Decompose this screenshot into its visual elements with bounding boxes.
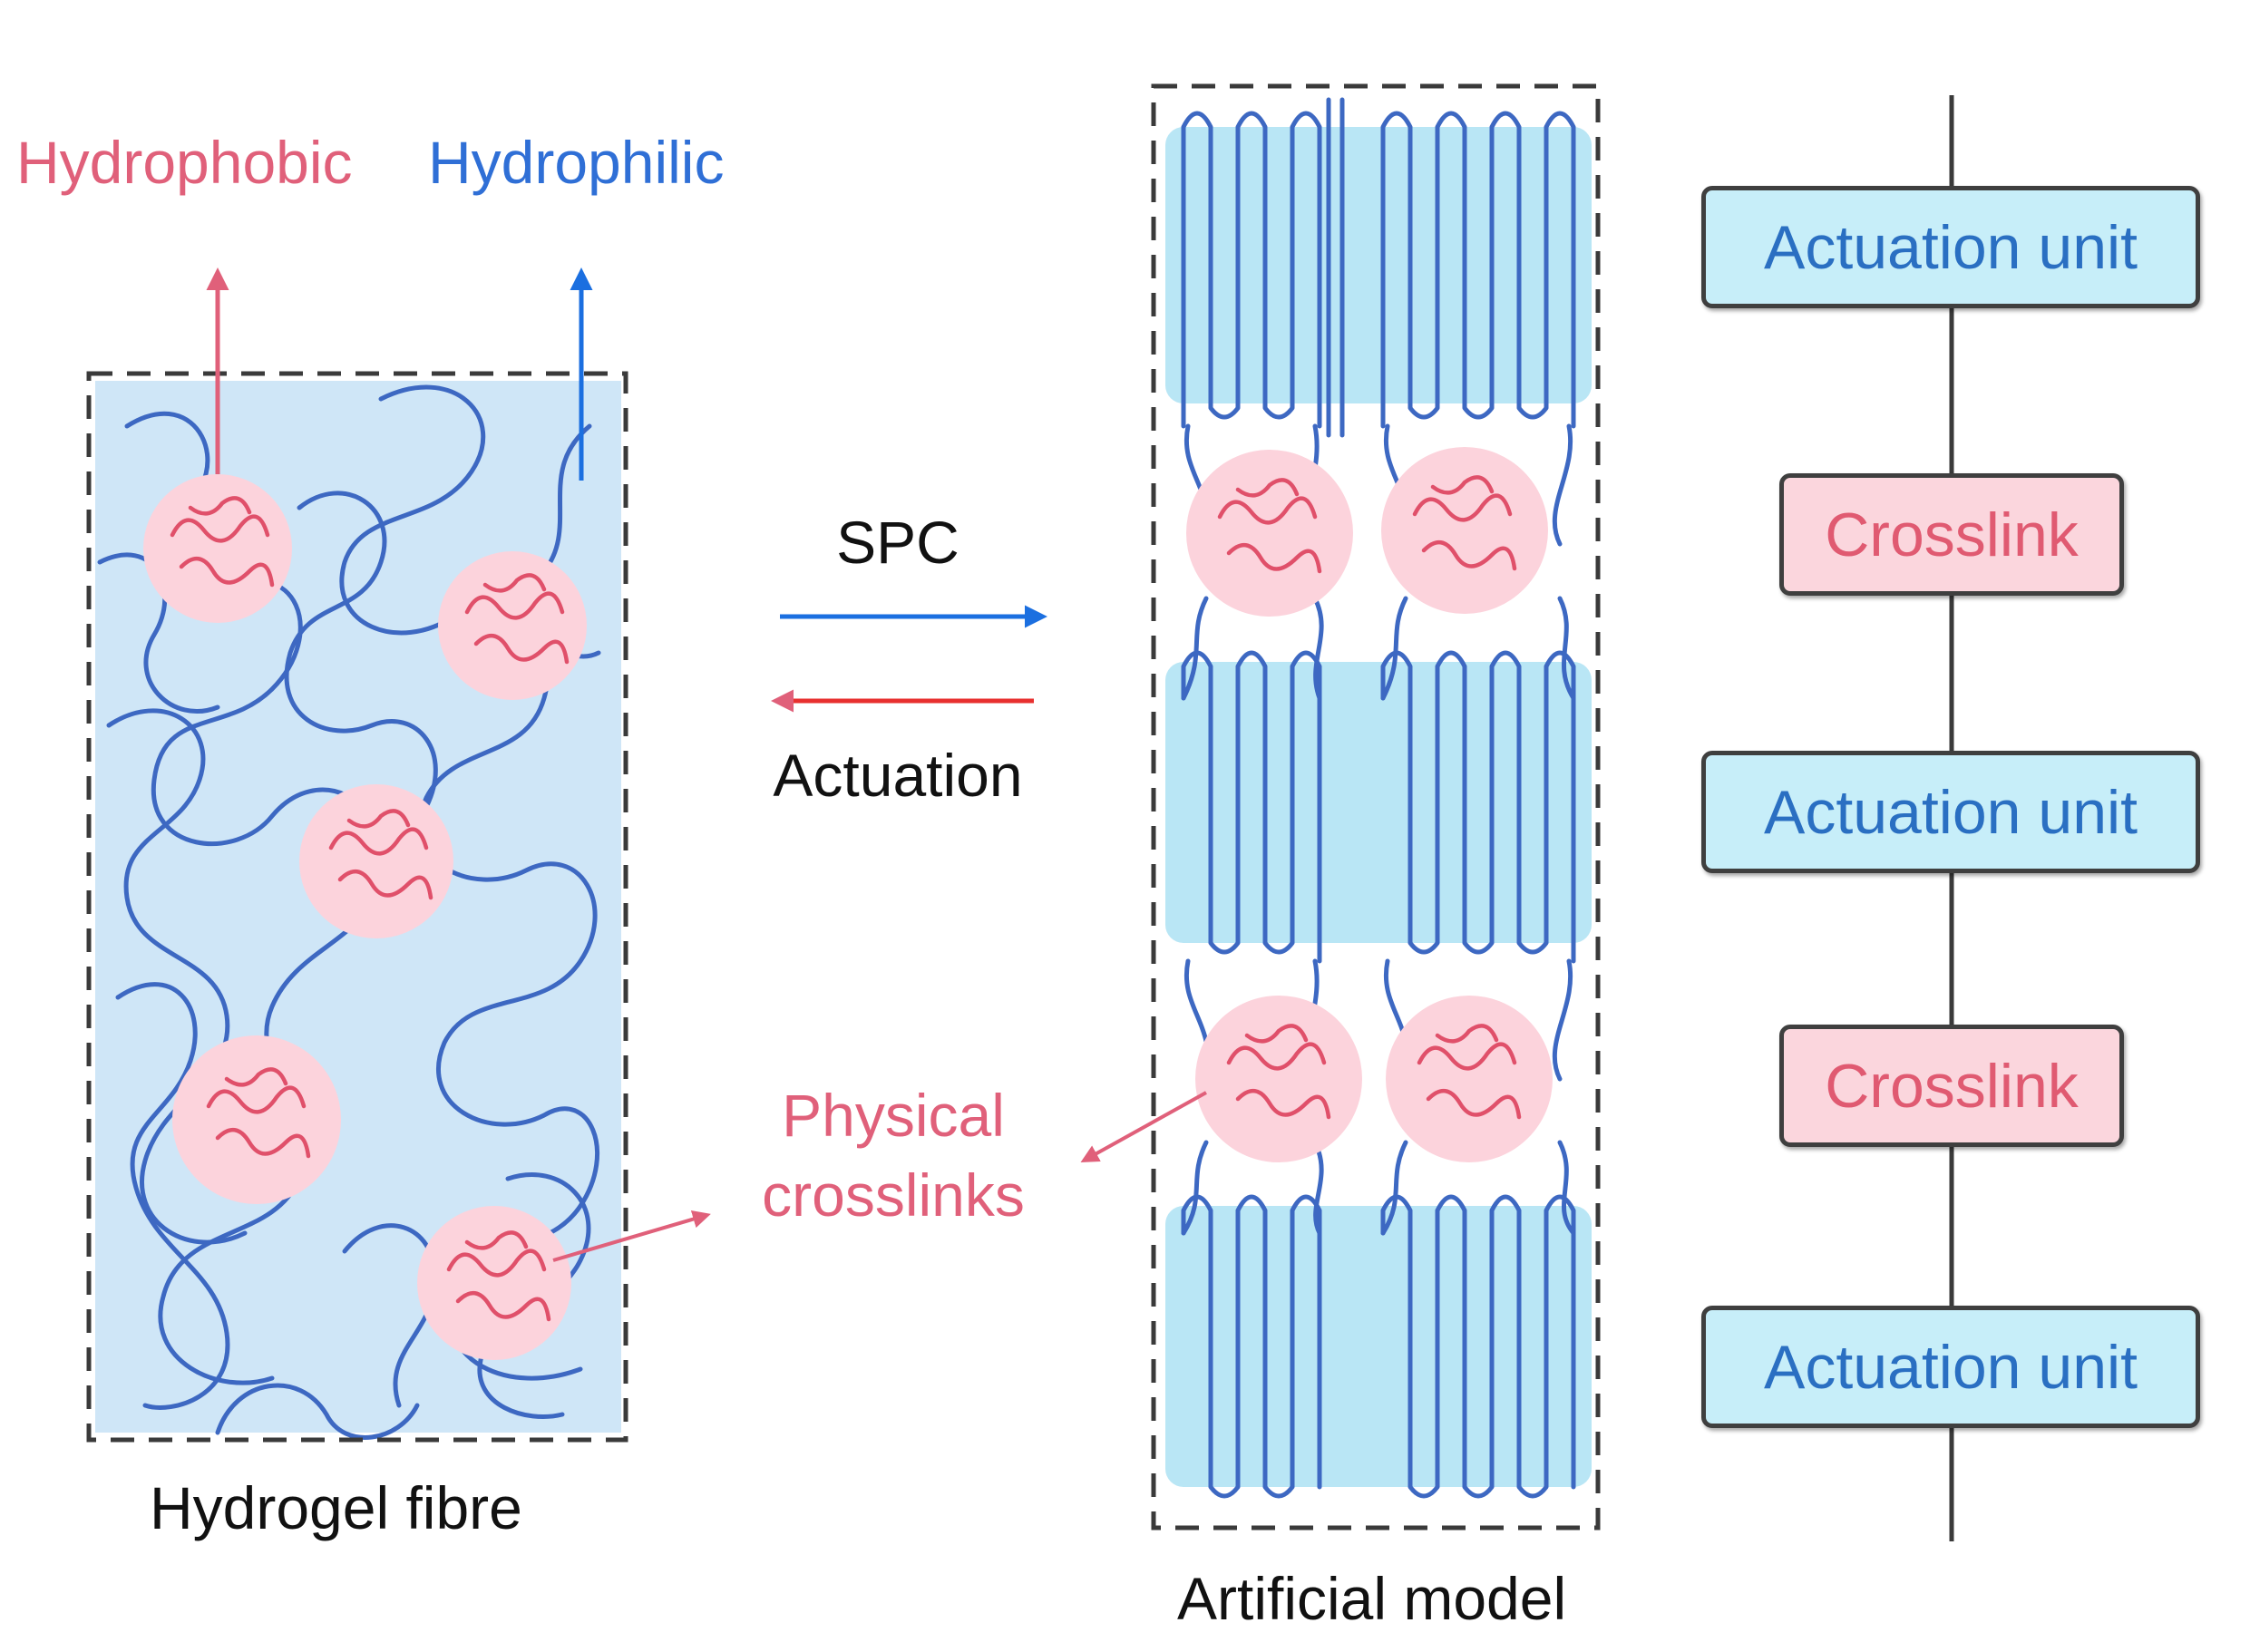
crosslink-domain	[172, 1035, 341, 1204]
crosslink-domain	[438, 551, 587, 700]
artificial-model-panel	[1080, 83, 1601, 1531]
crosslink-box: Crosslink	[1779, 1025, 2124, 1147]
crosslink-domain	[1386, 996, 1553, 1162]
crosslink-domains-fibre	[143, 474, 587, 1360]
hydrogel-fibre-caption: Hydrogel fibre	[150, 1474, 522, 1541]
crosslink-box: Crosslink	[1779, 473, 2124, 596]
actuation-unit-box: Actuation unit	[1701, 186, 2200, 308]
spc-label: SPC	[836, 509, 959, 576]
crosslink-domain	[143, 474, 292, 623]
physical-crosslinks-pointer-right	[1080, 1091, 1207, 1162]
hydrogel-fibre-panel	[86, 267, 711, 1443]
physical-crosslinks-pointer-left	[552, 1210, 711, 1262]
fibre-dashed-border	[86, 371, 628, 1443]
physical-crosslinks-label-line2: crosslinks	[762, 1161, 1025, 1229]
hydrophilic-label: Hydrophilic	[428, 129, 725, 196]
physical-crosslinks-label-line1: Physical	[782, 1082, 1005, 1149]
actuation-block-middle	[1165, 662, 1592, 943]
actuation-block-top	[1165, 127, 1592, 403]
folded-chain-lamellae	[1181, 97, 1576, 1499]
model-dashed-border	[1151, 83, 1601, 1531]
crosslink-domain	[1195, 996, 1362, 1162]
crosslink-domain	[1381, 447, 1548, 614]
hydrophobic-label: Hydrophobic	[16, 129, 353, 196]
crosslink-domains-model	[1186, 447, 1553, 1162]
actuation-unit-box: Actuation unit	[1701, 751, 2200, 873]
crosslink-domain	[299, 784, 453, 938]
artificial-model-caption: Artificial model	[1177, 1565, 1567, 1632]
transition-arrows	[771, 605, 1047, 713]
actuation-unit-box: Actuation unit	[1701, 1306, 2200, 1428]
actuation-block-bottom	[1165, 1206, 1592, 1487]
crosslink-domain	[1186, 450, 1353, 617]
crosslink-domain	[417, 1206, 571, 1360]
actuation-label: Actuation	[773, 742, 1023, 809]
